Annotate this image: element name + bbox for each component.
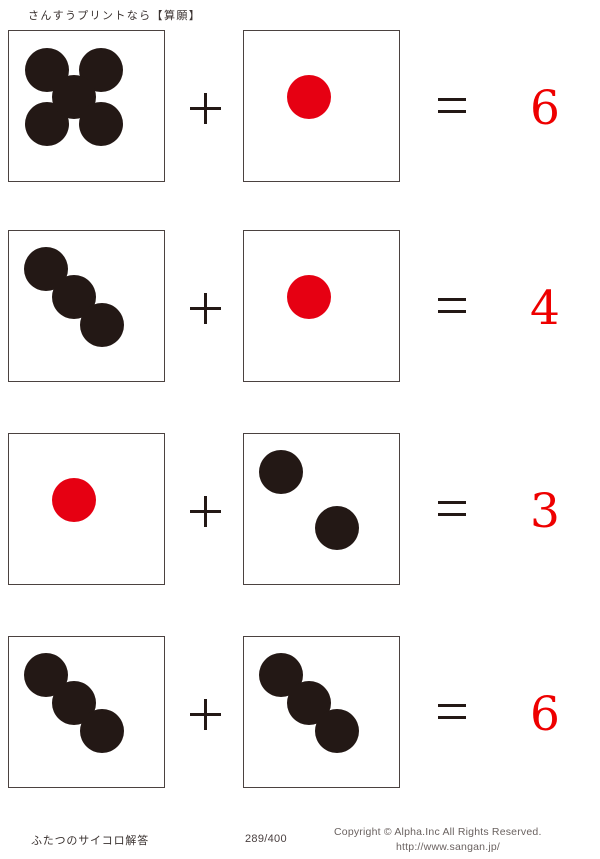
equals-icon: [438, 501, 466, 518]
footer-page-number: 289/400: [245, 833, 287, 845]
footer-worksheet-name: ふたつのサイコロ解答: [31, 834, 149, 847]
die-pip: [259, 450, 303, 494]
answer-value: 4: [530, 281, 560, 336]
right-die-box: [243, 30, 400, 182]
equals-bar-top: [438, 298, 466, 301]
problem-row: 6: [0, 636, 600, 792]
left-die-box: [8, 636, 165, 788]
equals-bar-top: [438, 98, 466, 101]
equals-bar-bottom: [438, 513, 466, 516]
die-pip: [80, 709, 124, 753]
die-pip: [80, 303, 124, 347]
problem-row: 4: [0, 230, 600, 386]
plus-icon: [190, 293, 221, 324]
equals-bar-top: [438, 501, 466, 504]
equals-icon: [438, 704, 466, 721]
equals-icon: [438, 98, 466, 115]
footer-url: http://www.sangan.jp/: [396, 841, 501, 853]
answer-value: 3: [530, 484, 560, 539]
die-pip: [315, 709, 359, 753]
equals-bar-bottom: [438, 716, 466, 719]
answer-value: 6: [530, 687, 560, 742]
plus-bar-vertical: [204, 293, 207, 324]
plus-icon: [190, 699, 221, 730]
answer-value: 6: [530, 81, 560, 136]
die-pip: [287, 75, 331, 119]
plus-icon: [190, 93, 221, 124]
page-header-title: さんすうプリントなら【算願】: [28, 9, 202, 22]
problem-row: 3: [0, 433, 600, 589]
die-pip: [79, 102, 123, 146]
plus-icon: [190, 496, 221, 527]
right-die-box: [243, 636, 400, 788]
footer-copyright: Copyright © Alpha.Inc All Rights Reserve…: [334, 826, 542, 838]
left-die-box: [8, 30, 165, 182]
plus-bar-vertical: [204, 93, 207, 124]
problem-row: 6: [0, 30, 600, 186]
die-pip: [52, 478, 96, 522]
plus-bar-vertical: [204, 699, 207, 730]
equals-bar-top: [438, 704, 466, 707]
equals-bar-bottom: [438, 310, 466, 313]
left-die-box: [8, 433, 165, 585]
equals-bar-bottom: [438, 110, 466, 113]
die-pip: [287, 275, 331, 319]
equals-icon: [438, 298, 466, 315]
right-die-box: [243, 230, 400, 382]
die-pip: [315, 506, 359, 550]
plus-bar-vertical: [204, 496, 207, 527]
right-die-box: [243, 433, 400, 585]
left-die-box: [8, 230, 165, 382]
